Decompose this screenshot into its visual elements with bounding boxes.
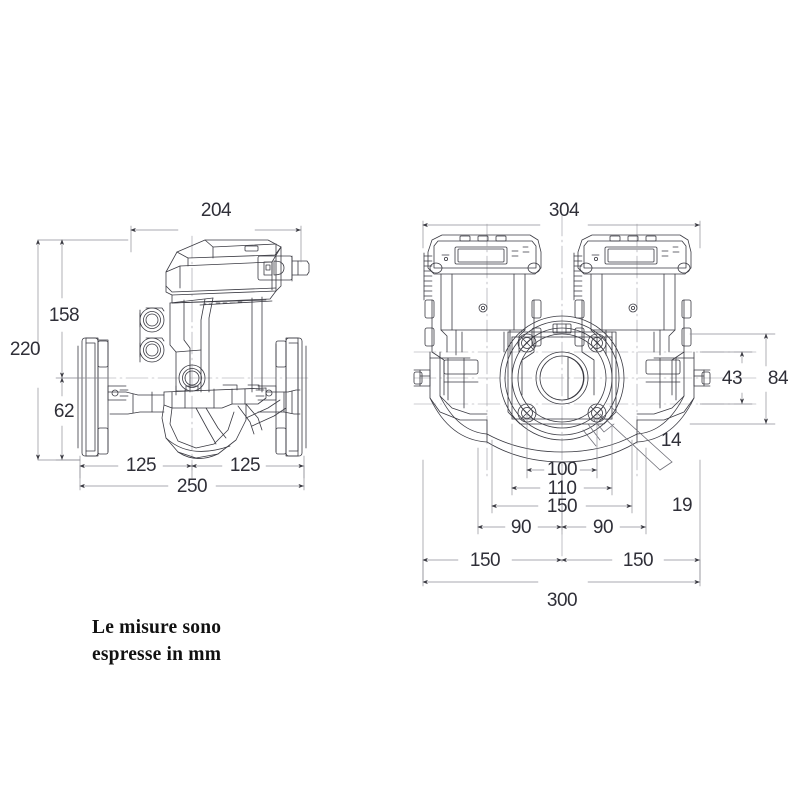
left-view-cable-connector xyxy=(257,255,310,282)
dimension-labels: 204 220 158 62 125 125 250 304 43 84 100… xyxy=(10,200,790,611)
units-note-line-1: Le misure sono xyxy=(92,617,222,638)
left-view-control-box xyxy=(165,239,282,304)
dim-label-62: 62 xyxy=(54,401,74,422)
dim-125-125 xyxy=(79,455,305,479)
dim-label-204: 204 xyxy=(201,200,232,221)
bolt-callout-leader xyxy=(582,405,673,471)
left-view-flange-left xyxy=(77,337,129,457)
right-view-twin-pump xyxy=(413,213,761,567)
units-note-line-2: espresse in mm xyxy=(92,643,222,665)
dim-204 xyxy=(130,225,302,263)
dim-220 xyxy=(35,239,129,461)
dim-43 xyxy=(699,351,753,405)
left-view-centerlines xyxy=(61,235,313,471)
dim-label-158: 158 xyxy=(49,305,79,326)
left-view-flange-right xyxy=(255,337,307,457)
dim-label-14: 14 xyxy=(661,430,682,451)
dim-label-150-flange: 150 xyxy=(547,496,577,517)
dim-label-125-left: 125 xyxy=(126,455,156,476)
dim-label-304: 304 xyxy=(549,200,580,221)
dim-110 xyxy=(511,423,613,496)
left-view-motor-housing xyxy=(169,296,273,396)
dim-label-90-right: 90 xyxy=(593,517,613,538)
left-view-port-bosses xyxy=(139,307,165,363)
dim-label-220: 220 xyxy=(10,339,40,360)
units-note: Le misure sono espresse in mm xyxy=(92,615,352,669)
dim-label-300: 300 xyxy=(547,590,577,611)
dim-label-84: 84 xyxy=(768,368,789,389)
dim-158-62 xyxy=(55,239,109,461)
dim-304 xyxy=(422,220,701,249)
right-view-centerlines xyxy=(413,213,761,567)
right-view-motor-right xyxy=(573,234,711,443)
dim-90-90 xyxy=(477,447,647,535)
left-view-pump-casing xyxy=(107,364,301,459)
dim-label-125-right: 125 xyxy=(230,455,260,476)
dim-label-43: 43 xyxy=(722,368,742,389)
dim-150-flange xyxy=(491,439,633,514)
right-view-dimensions xyxy=(422,220,776,587)
dim-label-90-left: 90 xyxy=(511,517,531,538)
dim-label-100: 100 xyxy=(547,459,577,480)
dim-label-250: 250 xyxy=(177,476,207,497)
dim-label-19: 19 xyxy=(672,495,692,516)
dim-label-150-left: 150 xyxy=(470,550,500,571)
dim-100 xyxy=(526,412,598,479)
left-view-pump-body xyxy=(61,235,313,471)
dim-label-110: 110 xyxy=(548,478,577,499)
dim-250 xyxy=(79,465,305,491)
dim-84 xyxy=(689,333,776,425)
dim-300 xyxy=(422,559,701,587)
dim-label-150-right: 150 xyxy=(623,550,653,571)
left-view-dimensions xyxy=(35,225,305,491)
